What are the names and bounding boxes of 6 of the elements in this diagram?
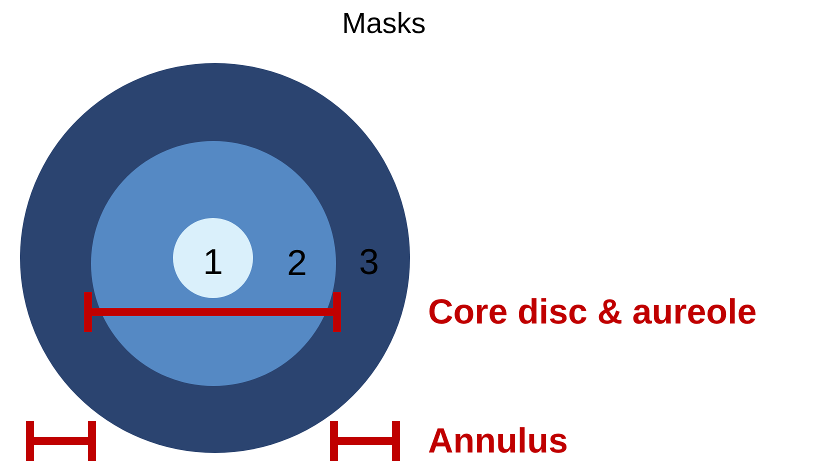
dimension-label: Annulus: [428, 424, 568, 458]
region-number: 3: [358, 244, 380, 280]
region-number: 1: [202, 244, 224, 280]
dimension-label: Core disc & aureole: [428, 294, 757, 330]
region-number: 2: [286, 245, 308, 281]
title: Masks: [342, 7, 426, 42]
